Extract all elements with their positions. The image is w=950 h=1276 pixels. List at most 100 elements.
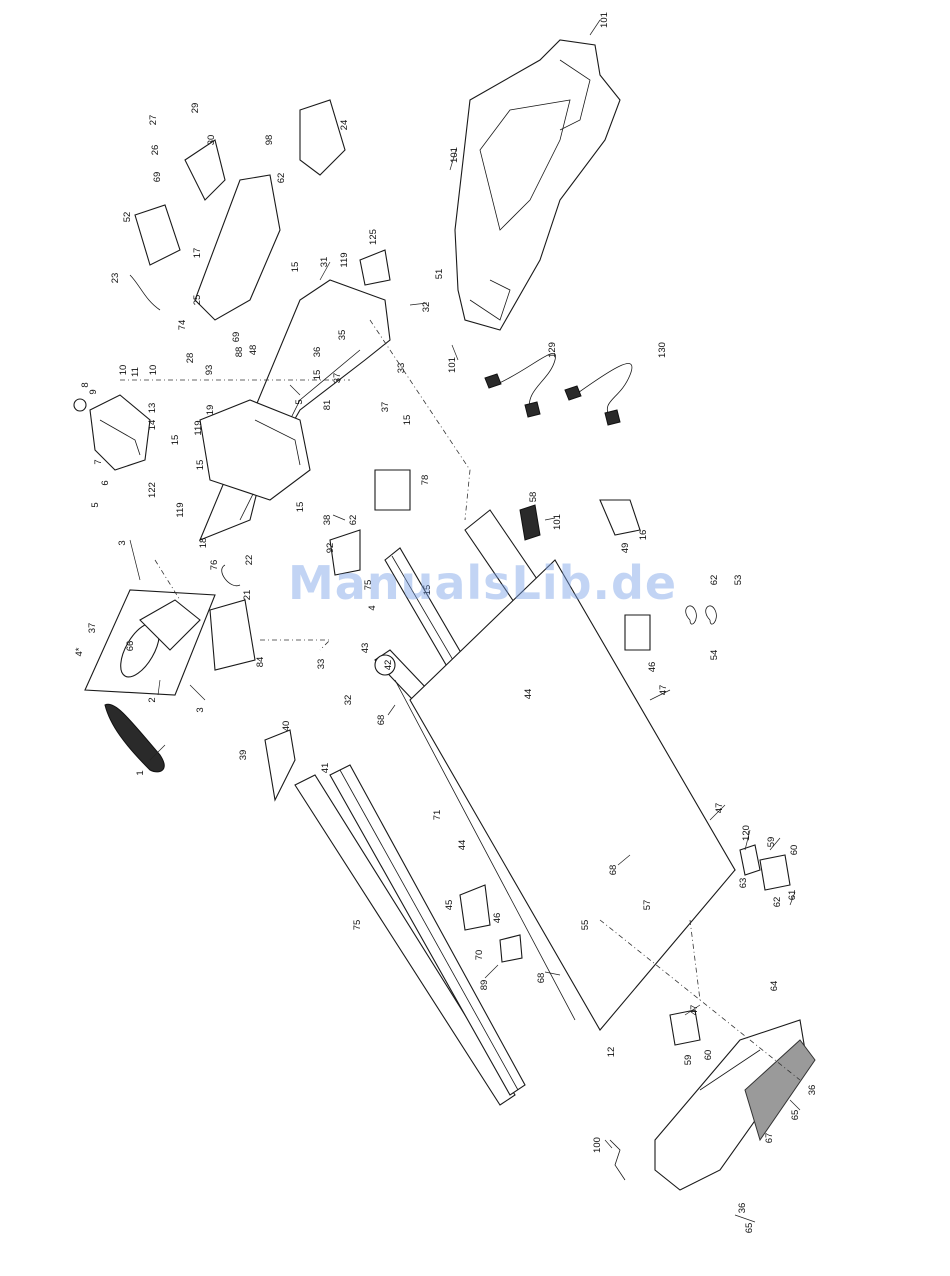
leader-line xyxy=(544,517,556,521)
watermark: ManualsLib.de xyxy=(288,556,678,610)
part-callout-6: 6 xyxy=(100,480,111,485)
part-callout-47: 47 xyxy=(689,1005,700,1016)
part-callout-129: 129 xyxy=(547,342,558,358)
part-callout-40: 40 xyxy=(281,721,292,732)
walking-belt xyxy=(394,679,576,1021)
part-callout-37: 37 xyxy=(87,623,98,634)
part-callout-101: 101 xyxy=(447,357,458,373)
part-callout-41: 41 xyxy=(320,763,331,774)
part-callout-62: 62 xyxy=(709,575,720,586)
upright-frame xyxy=(198,279,391,541)
part-callout-119: 119 xyxy=(193,420,204,435)
part-callout-74: 74 xyxy=(177,320,188,331)
part-callout-8: 8 xyxy=(80,382,91,387)
part-callout-11: 11 xyxy=(130,367,141,377)
leader-line xyxy=(289,384,301,396)
part-callout-93: 93 xyxy=(204,365,215,376)
part-callout-46: 46 xyxy=(492,913,503,924)
part-callout-18: 18 xyxy=(198,538,209,549)
leader-line xyxy=(129,539,141,581)
assembly-lines xyxy=(120,319,801,1081)
part-callout-59: 59 xyxy=(683,1055,694,1066)
part-callout-64: 64 xyxy=(769,981,780,992)
leader-line xyxy=(789,1099,801,1111)
part-callout-32: 32 xyxy=(421,302,432,313)
leader-line xyxy=(451,344,459,361)
part-callout-119: 119 xyxy=(175,502,186,517)
part-callout-25: 25 xyxy=(192,295,203,306)
part-callout-39: 39 xyxy=(238,750,249,761)
part-callout-66: 66 xyxy=(125,641,136,652)
leader-line xyxy=(684,1004,701,1016)
part-callout-22: 22 xyxy=(244,555,255,566)
leader-line xyxy=(589,19,601,36)
part-callout-15: 15 xyxy=(170,435,181,446)
motor-bracket xyxy=(209,599,256,671)
part-callout-52: 52 xyxy=(122,212,133,223)
part-callout-75: 75 xyxy=(352,920,363,931)
part-callout-43: 43 xyxy=(360,643,371,654)
part-callout-31: 31 xyxy=(319,257,330,268)
part-callout-33: 33 xyxy=(396,363,407,374)
part-callout-10: 10 xyxy=(148,365,159,376)
part-callout-3: 3 xyxy=(117,540,128,545)
part-callout-60: 60 xyxy=(789,845,800,856)
part-callout-62: 62 xyxy=(772,897,783,908)
part-callout-29: 29 xyxy=(190,103,201,114)
part-callout-15: 15 xyxy=(402,415,413,426)
part-callout-19: 19 xyxy=(205,405,216,416)
part-callout-71: 71 xyxy=(432,810,443,821)
part-callout-68: 68 xyxy=(376,715,387,726)
part-callout-69: 69 xyxy=(231,332,242,343)
part-callout-46: 46 xyxy=(647,662,658,673)
leader-line xyxy=(449,149,457,171)
part-callout-69: 69 xyxy=(152,172,163,183)
part-callout-58: 58 xyxy=(528,492,539,503)
incline-motor xyxy=(73,394,151,471)
part-callout-42: 42 xyxy=(383,660,394,671)
part-callout-5: 5 xyxy=(90,502,101,507)
part-callout-44: 44 xyxy=(457,840,468,851)
part-callout-2: 2 xyxy=(147,697,158,702)
part-callout-23: 23 xyxy=(110,273,121,284)
power-cords xyxy=(484,353,633,426)
part-callout-65: 65 xyxy=(790,1110,801,1121)
part-callout-88: 88 xyxy=(234,347,245,358)
part-callout-67: 67 xyxy=(764,1133,775,1144)
part-callout-17: 17 xyxy=(192,248,203,259)
part-callout-49: 49 xyxy=(620,543,631,554)
part-callout-100: 100 xyxy=(592,1137,603,1153)
part-callout-32: 32 xyxy=(343,695,354,706)
drive-belt xyxy=(104,703,165,773)
part-callout-37: 37 xyxy=(332,373,343,384)
part-callout-47: 47 xyxy=(714,803,725,814)
part-callout-12: 12 xyxy=(606,1047,617,1058)
part-callout-59: 59 xyxy=(766,837,777,848)
part-callout-101: 101 xyxy=(599,12,610,28)
part-callout-4: 4 xyxy=(367,605,378,610)
part-callout-62: 62 xyxy=(348,515,359,526)
part-callout-15: 15 xyxy=(290,262,301,273)
part-callout-122: 122 xyxy=(147,482,158,498)
part-callout-70: 70 xyxy=(474,950,485,961)
rear-endcap xyxy=(654,1019,816,1191)
leader-line xyxy=(734,1214,756,1223)
leader-line xyxy=(332,514,346,521)
part-callout-36: 36 xyxy=(312,347,323,358)
walking-deck xyxy=(409,509,736,1031)
part-callout-26: 26 xyxy=(150,145,161,156)
part-callout-4-star: 4* xyxy=(74,647,85,656)
side-rail-right xyxy=(294,764,526,1106)
part-callout-57: 57 xyxy=(642,900,653,911)
part-callout-84: 84 xyxy=(255,657,266,668)
part-callout-119: 119 xyxy=(339,252,350,267)
leader-line xyxy=(649,689,671,701)
part-callout-16: 16 xyxy=(638,530,649,541)
part-callout-1: 1 xyxy=(135,770,146,775)
part-callout-37: 37 xyxy=(380,402,391,413)
part-callout-92: 92 xyxy=(325,543,336,554)
part-callout-89: 89 xyxy=(479,980,490,991)
part-callout-81: 81 xyxy=(322,400,333,411)
